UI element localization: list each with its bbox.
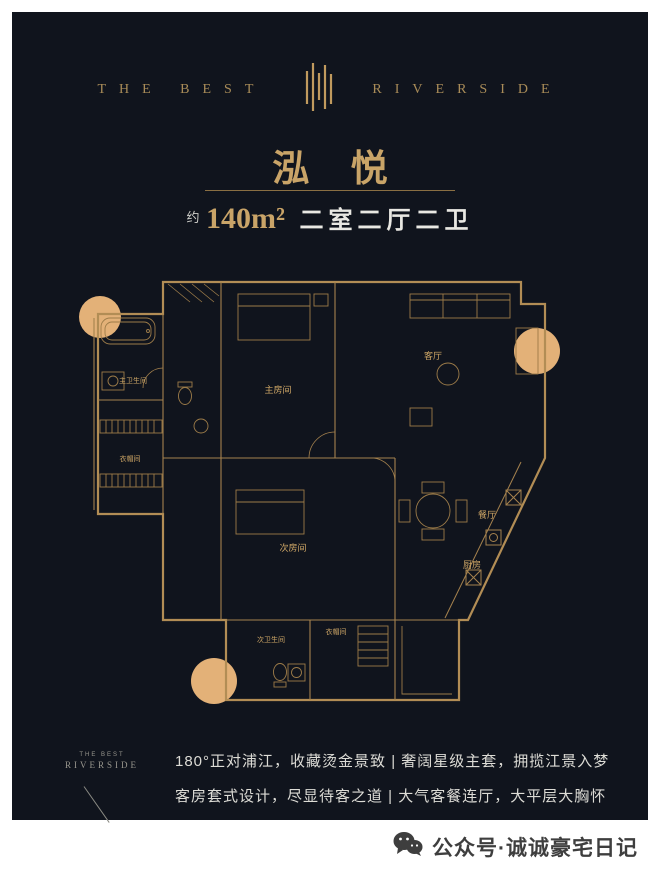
side-logo: THE BEST RIVERSIDE bbox=[64, 752, 140, 770]
brand-left-text: THE BEST bbox=[97, 81, 267, 97]
footer-label: 公众号·诚诚豪宅日记 bbox=[432, 837, 638, 860]
room-label-closet2: 衣帽间 bbox=[326, 627, 347, 636]
outer-walls bbox=[96, 280, 547, 702]
room-label-kitchen: 厨房 bbox=[463, 559, 481, 570]
room-labels: 主房间 次房间 客厅 餐厅 厨房 主卫生间 衣帽间 次卫生间 衣帽间 bbox=[119, 350, 496, 644]
area-approx-label: 约 bbox=[186, 210, 202, 225]
footer: 公众号·诚诚豪宅日记 bbox=[393, 831, 638, 863]
room-label-living: 客厅 bbox=[424, 350, 442, 361]
room-label-master-bath: 主卫生间 bbox=[119, 376, 147, 385]
brand-header: THE BEST RIVERSIDE bbox=[12, 60, 648, 119]
description: 180°正对浦江，收藏烫金景致 | 奢阔星级主套，拥揽江景入梦 客房套式设计，尽… bbox=[175, 744, 609, 814]
description-line-2: 客房套式设计，尽显待客之道 | 大气客餐连厅，大平层大胸怀 bbox=[175, 788, 607, 805]
room-label-closet: 衣帽间 bbox=[120, 454, 141, 463]
entry-hatch bbox=[167, 283, 220, 303]
gold-dot bbox=[514, 328, 560, 374]
gold-dot-group bbox=[79, 296, 560, 704]
title-divider bbox=[205, 190, 455, 191]
page-title: 泓 悦 bbox=[272, 149, 404, 190]
interior-walls bbox=[93, 282, 459, 700]
spec-row: 约 140m² 二室二厅二卫 bbox=[12, 200, 648, 236]
door-arcs bbox=[142, 367, 396, 483]
floorplan: 主房间 次房间 客厅 餐厅 厨房 主卫生间 衣帽间 次卫生间 衣帽间 bbox=[79, 268, 568, 718]
wechat-icon bbox=[393, 831, 423, 863]
poster-background: THE BEST RIVERSIDE 泓 悦 约 140m² bbox=[12, 12, 648, 823]
area-value: 140m² bbox=[206, 202, 285, 235]
brand-right-text: RIVERSIDE bbox=[372, 81, 563, 97]
side-logo-line1: THE BEST bbox=[79, 752, 125, 758]
gold-dot bbox=[191, 658, 237, 704]
description-line-1: 180°正对浦江，收藏烫金景致 | 奢阔星级主套，拥揽江景入梦 bbox=[175, 753, 610, 770]
room-label-dining: 餐厅 bbox=[478, 509, 496, 520]
layout-text: 二室二厅二卫 bbox=[299, 207, 474, 234]
furniture bbox=[99, 293, 539, 695]
kitchen-counter bbox=[444, 461, 522, 619]
brand-emblem-icon bbox=[300, 60, 338, 119]
floorplan-svg: 主房间 次房间 客厅 餐厅 厨房 主卫生间 衣帽间 次卫生间 衣帽间 bbox=[79, 280, 560, 704]
room-label-master: 主房间 bbox=[264, 384, 291, 395]
room-label-second: 次房间 bbox=[279, 542, 306, 553]
room-label-second-bath: 次卫生间 bbox=[257, 635, 285, 644]
side-logo-line2: RIVERSIDE bbox=[65, 760, 139, 770]
gold-dot bbox=[79, 296, 121, 338]
side-logo-slash bbox=[83, 786, 110, 823]
